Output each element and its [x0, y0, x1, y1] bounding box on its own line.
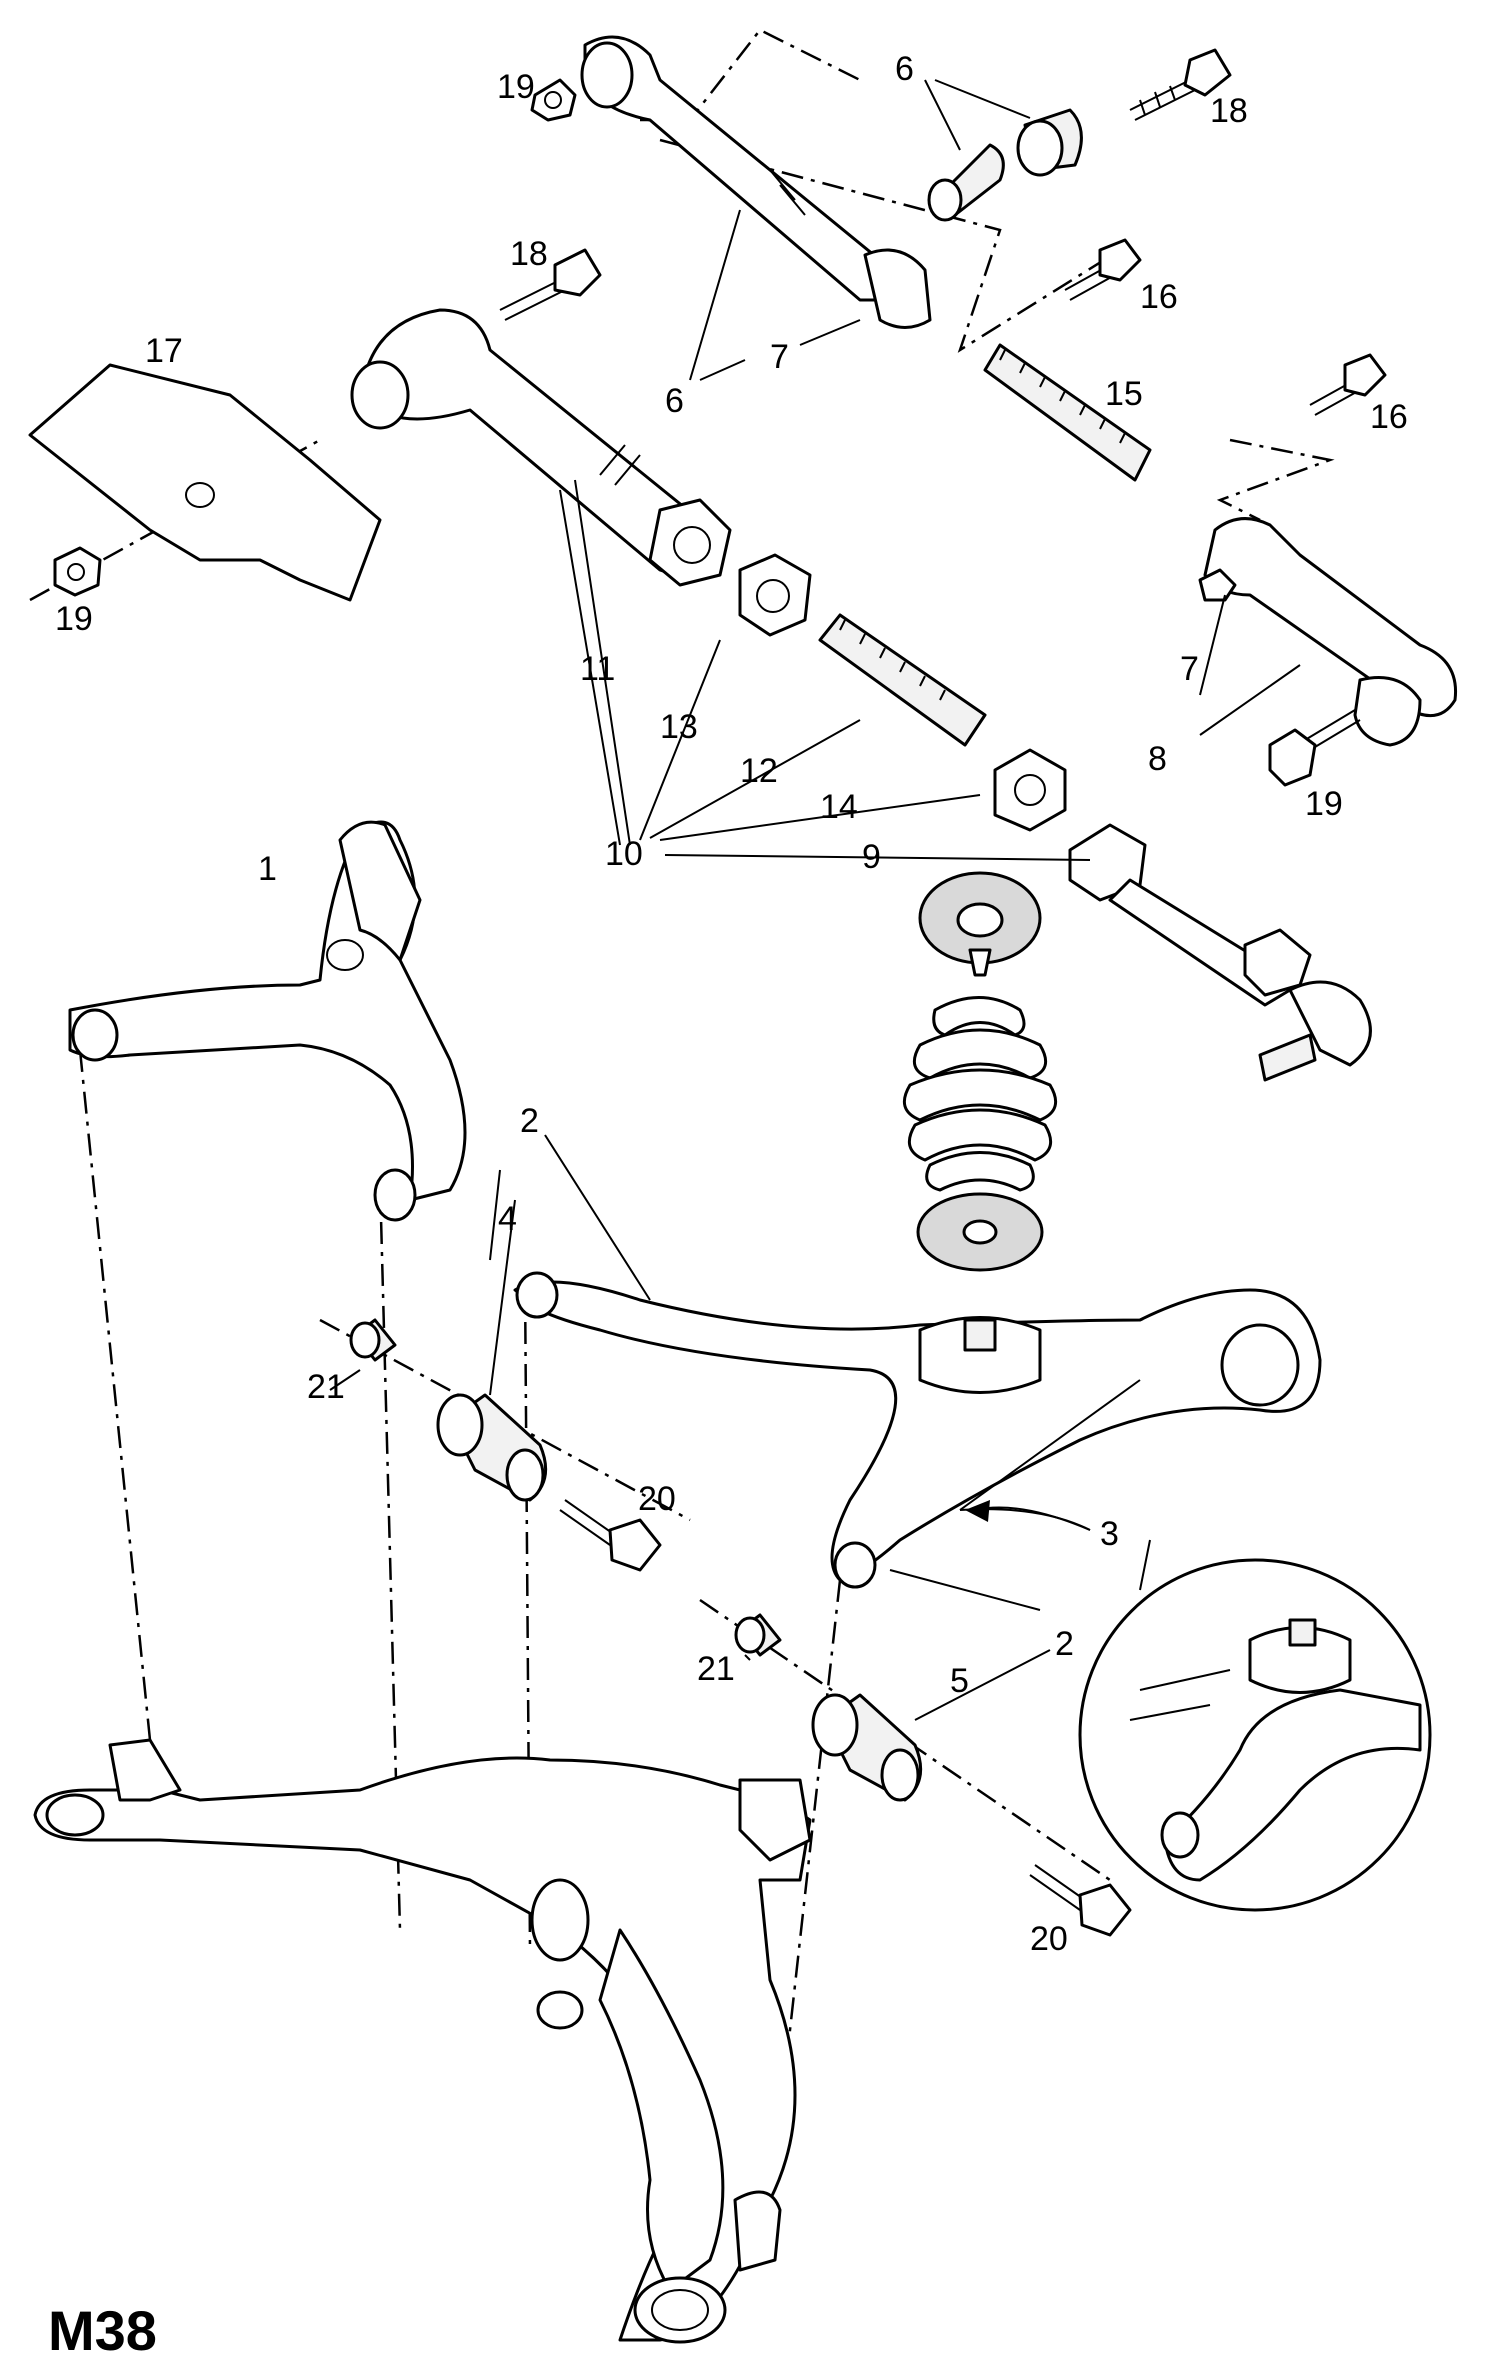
callout-3: 3: [1100, 1515, 1119, 1553]
callout-19: 19: [55, 600, 93, 638]
adjustable-link-11: [350, 308, 732, 587]
bracket-17: [28, 363, 382, 602]
nut-14: [993, 748, 1067, 832]
callout-11: 11: [580, 650, 615, 688]
bushing-4: [436, 1393, 548, 1502]
threaded-stud-12: [818, 613, 987, 747]
nut-19-top: [530, 78, 577, 122]
nut-19-left: [53, 546, 102, 597]
arrow-3: [965, 1500, 1091, 1531]
bolt-18-mid: [499, 248, 602, 321]
leader-lines: [329, 79, 1301, 1721]
bolt-20-b: [1029, 1864, 1132, 1937]
threaded-stud-15: [983, 343, 1152, 482]
callout-21: 21: [697, 1650, 735, 1688]
callout-10: 10: [605, 835, 643, 873]
bushing-5: [811, 1693, 923, 1802]
callout-8: 8: [1148, 740, 1167, 778]
callout-20: 20: [1030, 1920, 1068, 1958]
callout-17: 17: [145, 332, 183, 370]
callout-14: 14: [820, 788, 858, 826]
callout-7: 7: [1180, 650, 1199, 688]
callout-13: 13: [660, 708, 698, 746]
sleeve-21-b: [734, 1613, 782, 1657]
diagram-code: M38: [48, 2299, 157, 2362]
callout-2: 2: [1055, 1625, 1074, 1663]
callout-9: 9: [862, 838, 881, 876]
callout-12: 12: [740, 752, 778, 790]
callout-7: 7: [770, 338, 789, 376]
callout-15: 15: [1105, 375, 1143, 413]
adjustable-link-8: [1198, 517, 1458, 787]
callout-5: 5: [950, 1662, 969, 1700]
callout-4: 4: [498, 1200, 517, 1238]
bolt-16-b: [1309, 353, 1387, 416]
callout-19: 19: [497, 68, 535, 106]
nut-13: [738, 553, 812, 637]
callout-2: 2: [520, 1102, 539, 1140]
callout-labels: 19 6 18 18 16 17 6 7 15 16 19 11 7 13 8 …: [55, 50, 1408, 1958]
upper-control-arm-1: [68, 820, 467, 1222]
coil-spring-assembly: [902, 871, 1058, 1272]
bolt-20-a: [559, 1499, 662, 1572]
callout-16: 16: [1140, 278, 1178, 316]
bolt-18-top: [1129, 48, 1232, 121]
callout-21: 21: [307, 1368, 345, 1406]
callout-6: 6: [665, 382, 684, 420]
adjustable-rod-9: [1068, 823, 1372, 1082]
callout-1: 1: [258, 850, 277, 888]
sleeve-21-a: [349, 1318, 397, 1362]
callout-16: 16: [1370, 398, 1408, 436]
upper-adjuster-arm: [580, 35, 932, 329]
callout-20: 20: [638, 1480, 676, 1518]
detail-inset-3: [1078, 1558, 1432, 1912]
bolt-16-a: [1064, 238, 1142, 301]
callout-19: 19: [1305, 785, 1343, 823]
bushing-6: [927, 108, 1083, 222]
callout-18: 18: [1210, 92, 1248, 130]
lower-control-arm-2: [513, 1271, 1322, 1589]
callout-18: 18: [510, 235, 548, 273]
callout-6: 6: [895, 50, 914, 88]
subframe: [33, 1738, 812, 2344]
